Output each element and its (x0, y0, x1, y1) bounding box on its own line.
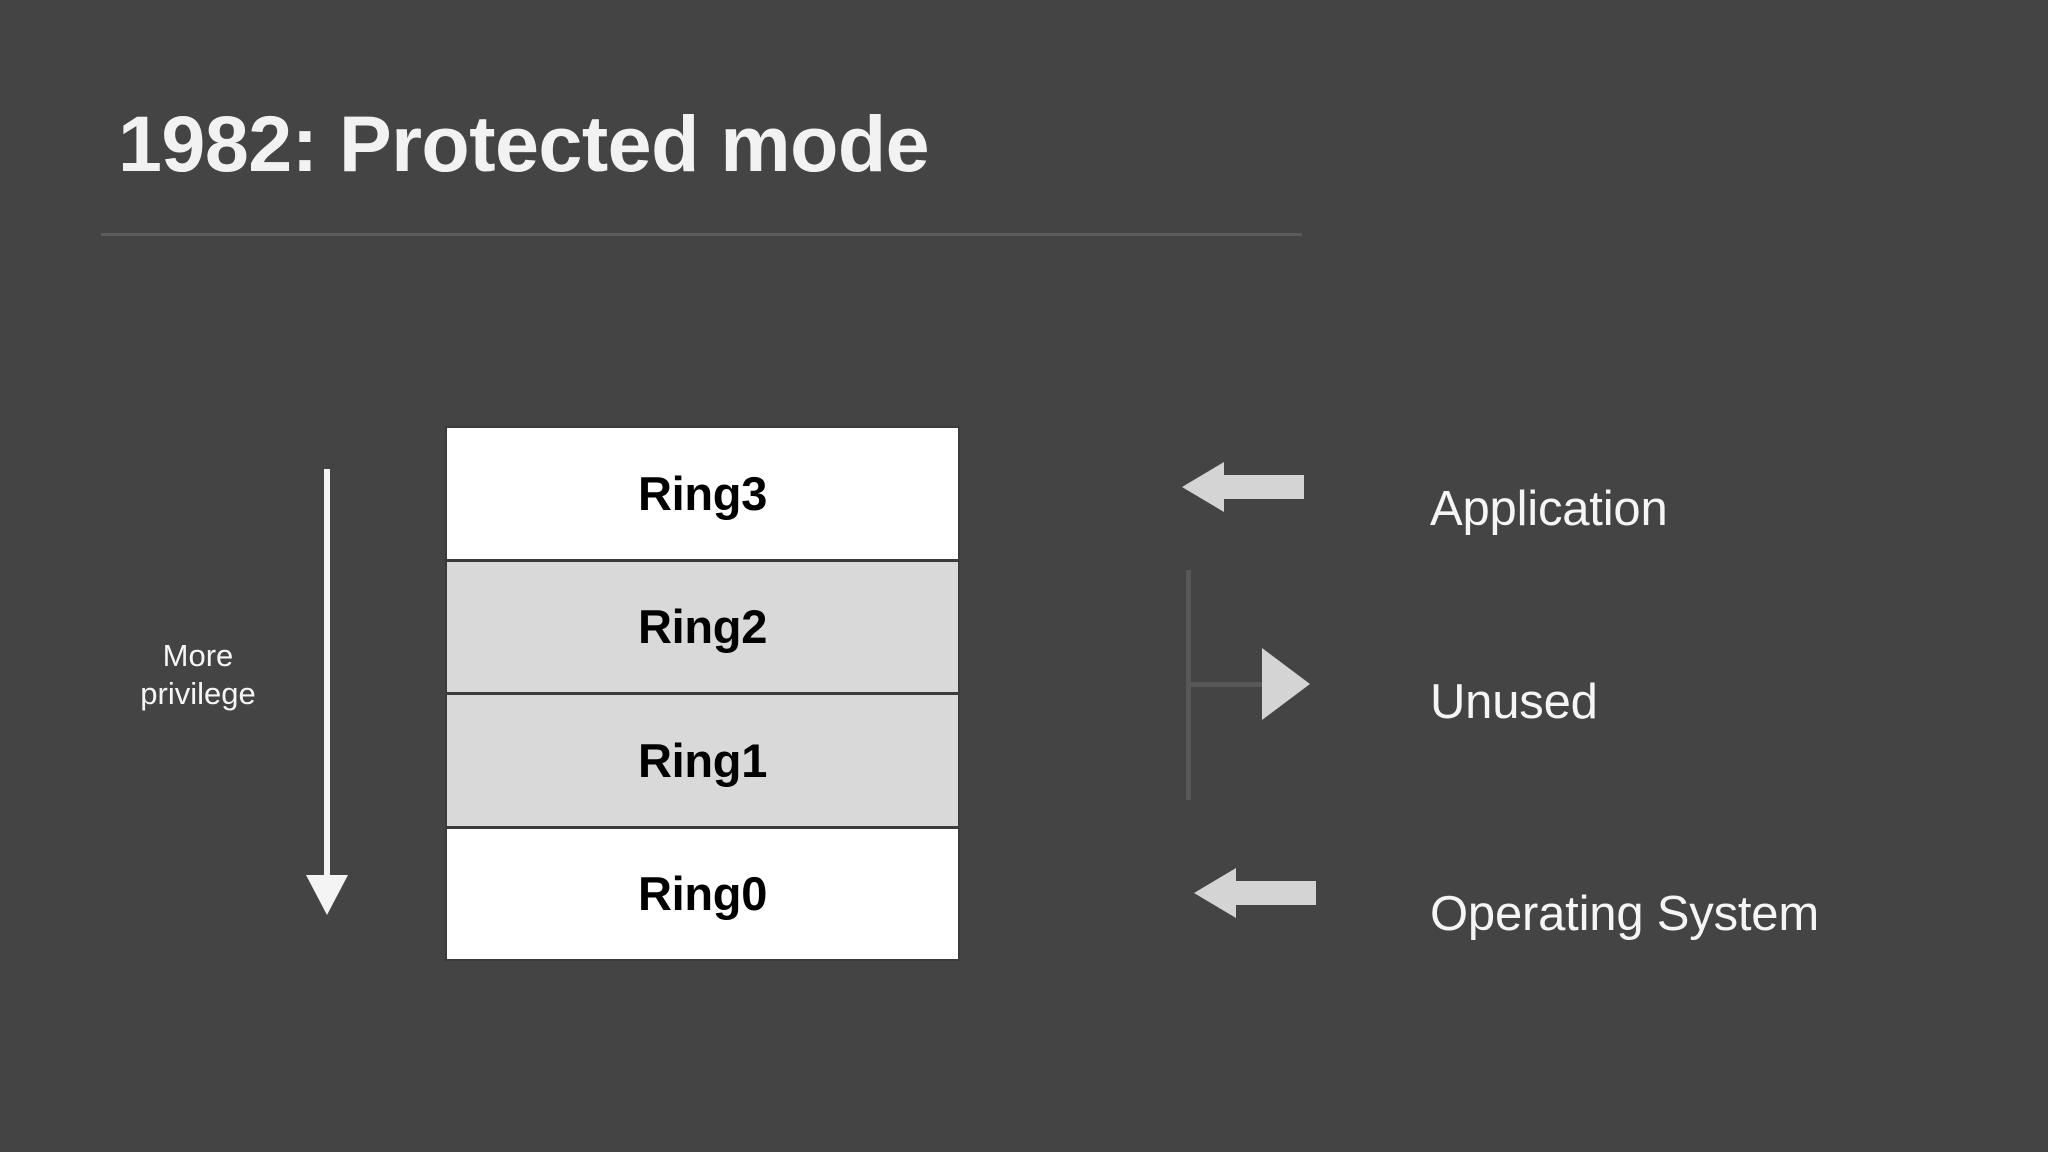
down-arrow-head-icon (306, 875, 348, 915)
left-arrow-icon-application (1182, 462, 1304, 512)
privilege-axis-label: More privilege (100, 637, 296, 713)
privilege-axis-label-line2: privilege (140, 675, 256, 711)
bracket-horizontal-line (1190, 682, 1266, 687)
ring-row: Ring0 (445, 826, 960, 961)
ring-row: Ring1 (445, 693, 960, 827)
down-arrow-shaft-icon (324, 469, 330, 877)
arrow-head (1182, 462, 1224, 512)
bracket-vertical-line (1186, 570, 1191, 800)
privilege-axis-label-line1: More (162, 638, 234, 673)
page-title: 1982: Protected mode (118, 99, 930, 188)
arrow-shaft (1234, 881, 1316, 905)
left-arrow-icon-operating-system (1194, 868, 1316, 918)
ring-row: Ring3 (445, 426, 960, 560)
ring-stack: Ring3 Ring2 Ring1 Ring0 (445, 426, 960, 961)
title-divider (101, 233, 1302, 236)
annotation-label-application: Application (1430, 482, 1668, 536)
arrow-shaft (1222, 475, 1304, 499)
ring-row: Ring2 (445, 559, 960, 693)
annotation-label-unused: Unused (1430, 675, 1598, 729)
arrow-head (1194, 868, 1236, 918)
annotation-label-operating-system: Operating System (1430, 887, 1819, 941)
privilege-axis: More privilege (100, 455, 370, 925)
right-arrow-head-icon (1262, 648, 1310, 720)
bracket-icon-unused (1186, 570, 1312, 800)
